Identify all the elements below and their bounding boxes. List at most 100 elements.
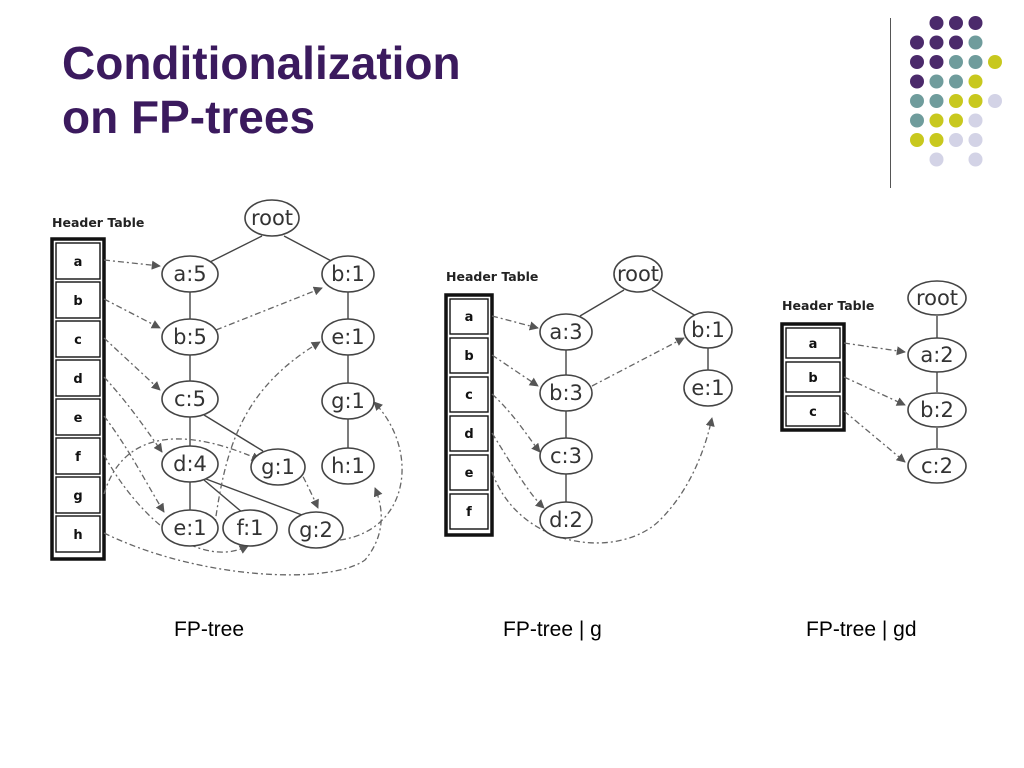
svg-text:c: c <box>74 333 82 348</box>
svg-text:e:1: e:1 <box>691 376 724 400</box>
svg-text:b: b <box>808 371 817 386</box>
decorative-dot <box>968 74 983 89</box>
svg-text:d: d <box>73 372 82 387</box>
header-row-e: e <box>449 454 489 491</box>
header-row-e: e <box>55 398 101 436</box>
caption-fp-tree: FP-tree <box>174 618 245 641</box>
svg-text:c:5: c:5 <box>174 387 206 411</box>
header-row-f: f <box>55 437 101 475</box>
decorative-dot <box>910 35 924 50</box>
decorative-dot <box>949 94 963 108</box>
header-table-title: Header Table <box>52 215 144 230</box>
tree1-node-e: e:1 <box>161 509 219 547</box>
svg-text:g:1: g:1 <box>331 389 365 413</box>
tree1-node-g1-left: g:1 <box>250 448 306 486</box>
decorative-dot <box>968 113 983 128</box>
decorative-dot <box>968 16 983 30</box>
tree2-node-b: b:3 <box>539 374 593 412</box>
decorative-dot <box>968 152 983 167</box>
svg-text:b:5: b:5 <box>173 325 207 349</box>
svg-text:h:1: h:1 <box>331 454 365 478</box>
decorative-dot <box>949 55 963 69</box>
decorative-dot <box>929 74 944 89</box>
svg-text:a: a <box>809 337 818 352</box>
decorative-dot <box>949 113 963 128</box>
tree3-node-b: b:2 <box>907 392 967 428</box>
tree3-node-root: root <box>907 280 967 316</box>
svg-text:c: c <box>809 405 817 420</box>
svg-text:d:4: d:4 <box>173 452 207 476</box>
svg-text:root: root <box>251 206 293 230</box>
tree2-node-b1: b:1 <box>683 311 733 349</box>
tree1-node-a: a:5 <box>161 255 219 293</box>
header-row-a: a <box>55 242 101 280</box>
svg-text:b:1: b:1 <box>691 318 725 342</box>
header-row-a: a <box>785 327 841 359</box>
fp-tree-diagram: Header Table a b c d e f g h <box>50 199 967 576</box>
svg-text:a:2: a:2 <box>920 343 953 367</box>
svg-text:root: root <box>916 286 958 310</box>
decorative-dot <box>968 94 983 108</box>
decorative-dot <box>910 55 924 69</box>
header-row-b: b <box>449 337 489 374</box>
svg-text:c:3: c:3 <box>550 444 582 468</box>
svg-text:f: f <box>75 450 81 465</box>
tree1-node-b: b:5 <box>161 318 219 356</box>
fp-tree-full: Header Table a b c d e f g h <box>50 199 403 576</box>
header-row-b: b <box>55 281 101 319</box>
decorative-dot <box>988 94 1002 108</box>
title-line-1: Conditionalization <box>62 37 461 89</box>
decorative-divider <box>890 18 891 188</box>
tree3-node-c: c:2 <box>907 448 967 484</box>
decorative-dot <box>949 74 963 89</box>
decorative-dot <box>929 94 944 108</box>
tree2-node-root: root <box>613 255 663 293</box>
decorative-dot <box>910 133 924 147</box>
tree1-node-f: f:1 <box>222 509 278 547</box>
tree1-node-c: c:5 <box>161 380 219 418</box>
svg-text:f:1: f:1 <box>236 516 263 540</box>
decorative-dot <box>929 35 944 50</box>
slide-title: Conditionalization on FP-trees <box>62 36 461 144</box>
tree3-node-a: a:2 <box>907 337 967 373</box>
decorative-dot <box>929 55 944 69</box>
svg-text:root: root <box>617 262 659 286</box>
svg-text:b: b <box>73 294 82 309</box>
svg-text:b:1: b:1 <box>331 262 365 286</box>
tree1-node-e1-right: e:1 <box>321 318 375 356</box>
header-row-f: f <box>449 493 489 530</box>
svg-text:b:3: b:3 <box>549 381 583 405</box>
svg-text:b: b <box>464 349 473 364</box>
svg-text:a:3: a:3 <box>549 320 582 344</box>
decorative-dot-grid <box>910 16 1002 167</box>
svg-text:e: e <box>74 411 83 426</box>
decorative-dot <box>929 16 944 30</box>
tree1-node-h: h:1 <box>321 447 375 485</box>
tree2-node-a: a:3 <box>539 313 593 351</box>
tree1-node-d: d:4 <box>161 445 219 483</box>
svg-text:g:1: g:1 <box>261 455 295 479</box>
svg-text:b:2: b:2 <box>920 398 954 422</box>
header-table-title: Header Table <box>446 269 538 284</box>
title-line-2: on FP-trees <box>62 91 316 143</box>
decorative-dot <box>968 35 983 50</box>
header-row-d: d <box>449 415 489 452</box>
svg-text:e:1: e:1 <box>173 516 206 540</box>
decorative-dot <box>910 74 924 89</box>
svg-text:f: f <box>466 505 472 520</box>
svg-text:a: a <box>74 255 83 270</box>
tree1-node-root: root <box>244 199 300 237</box>
decorative-dot <box>910 94 924 108</box>
header-row-c: c <box>785 395 841 427</box>
decorative-dot <box>949 35 963 50</box>
svg-text:g: g <box>73 489 82 504</box>
decorative-dot <box>949 133 963 147</box>
svg-text:a:5: a:5 <box>173 262 206 286</box>
svg-text:c: c <box>465 388 473 403</box>
decorative-dot <box>929 152 944 167</box>
decorative-dot <box>968 133 983 147</box>
caption-fp-tree-gd: FP-tree | gd <box>806 618 917 641</box>
header-row-c: c <box>55 320 101 358</box>
header-row-c: c <box>449 376 489 413</box>
decorative-dot <box>968 55 983 69</box>
